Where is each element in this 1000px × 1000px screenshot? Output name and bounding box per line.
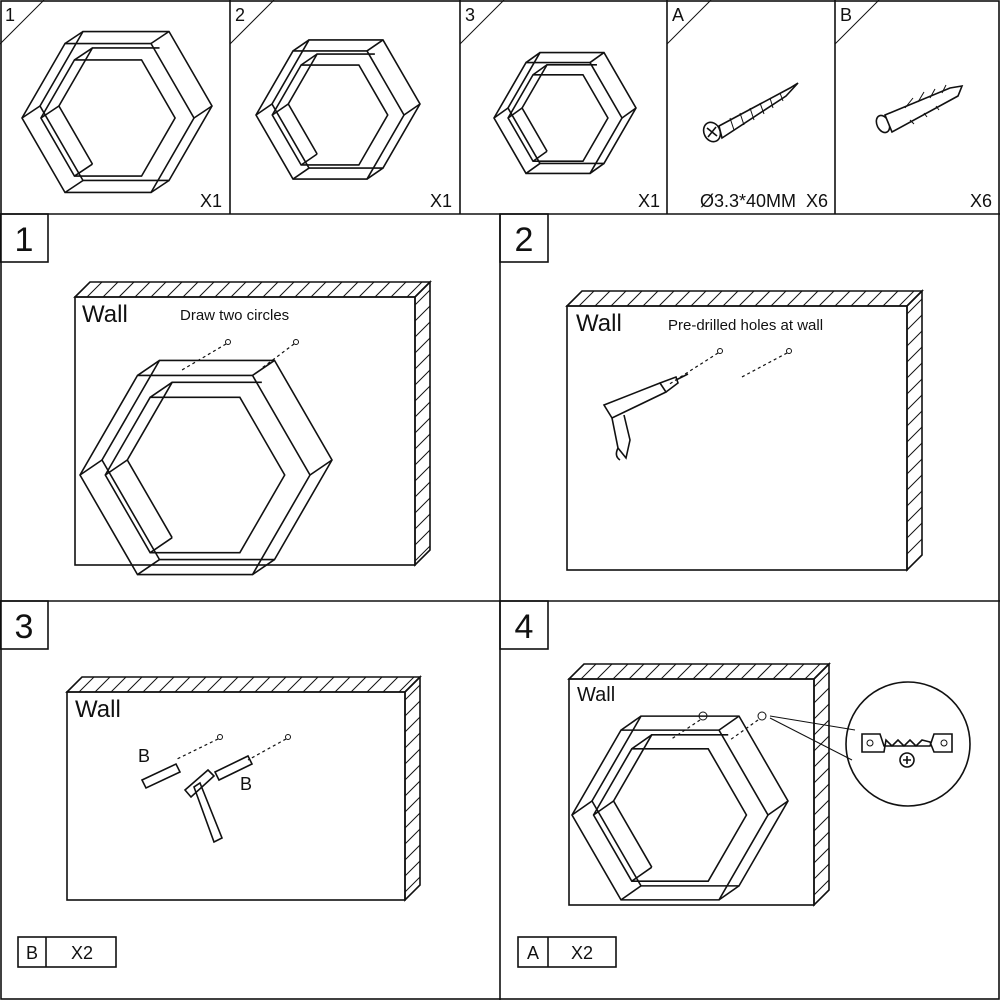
step-number-boxes — [0, 213, 549, 650]
step-3-anchor-label-right: B — [240, 774, 252, 794]
step-3-footer-part: B — [26, 943, 38, 963]
part-a-id: A — [672, 5, 684, 25]
step-2-wall — [565, 289, 924, 572]
shelf-part-2 — [255, 39, 421, 180]
step-3-anchor-label-left: B — [138, 746, 150, 766]
step-2-caption: Pre-drilled holes at wall — [668, 317, 823, 334]
wall-anchor-icon — [875, 84, 964, 134]
step-3-wall-label: Wall — [75, 696, 121, 723]
part-1-qty: X1 — [200, 191, 222, 211]
wall-panels — [65, 280, 924, 907]
part-b-qty: X6 — [970, 191, 992, 211]
shelf-part-1 — [21, 30, 213, 194]
step-4-footer-qty: X2 — [571, 943, 593, 963]
step-4-shelf — [571, 715, 789, 901]
step-3-number: 3 — [15, 608, 34, 646]
part-2-qty: X1 — [430, 191, 452, 211]
step-1-wall — [73, 280, 432, 567]
step-4-footer-part: A — [527, 943, 539, 963]
part-2-id: 2 — [235, 5, 245, 25]
screw-icon — [702, 82, 799, 143]
part-3-qty: X1 — [638, 191, 660, 211]
step-2-wall-label: Wall — [576, 310, 622, 337]
hammer-icon — [183, 768, 224, 844]
screw-holes — [669, 711, 856, 761]
part-a-qty: Ø3.3*40MM X6 — [700, 191, 828, 211]
step-1-number: 1 — [15, 221, 34, 259]
drilled-holes — [667, 348, 792, 386]
part-b-id: B — [840, 5, 852, 25]
step-3-footer-qty: X2 — [71, 943, 93, 963]
part-1-id: 1 — [5, 5, 15, 25]
part-3-id: 3 — [465, 5, 475, 25]
anchor-insertion — [140, 734, 291, 790]
drill-icon — [602, 373, 689, 461]
step-2-number: 2 — [515, 221, 534, 259]
step-1-shelf — [79, 359, 333, 576]
sawtooth-hanger-detail — [845, 681, 971, 807]
step-4-number: 4 — [515, 608, 534, 646]
step-4-wall-label: Wall — [577, 684, 615, 706]
step-1-wall-label: Wall — [82, 301, 128, 328]
hexagon-shelves — [21, 30, 789, 901]
step-4-wall — [567, 662, 831, 907]
quantity-boxes — [17, 936, 617, 968]
step-1-caption: Draw two circles — [180, 307, 289, 324]
shelf-part-3 — [493, 51, 637, 175]
step-3-wall — [65, 675, 422, 902]
drawn-circle-marks — [181, 339, 299, 371]
part-tags — [0, 0, 880, 45]
